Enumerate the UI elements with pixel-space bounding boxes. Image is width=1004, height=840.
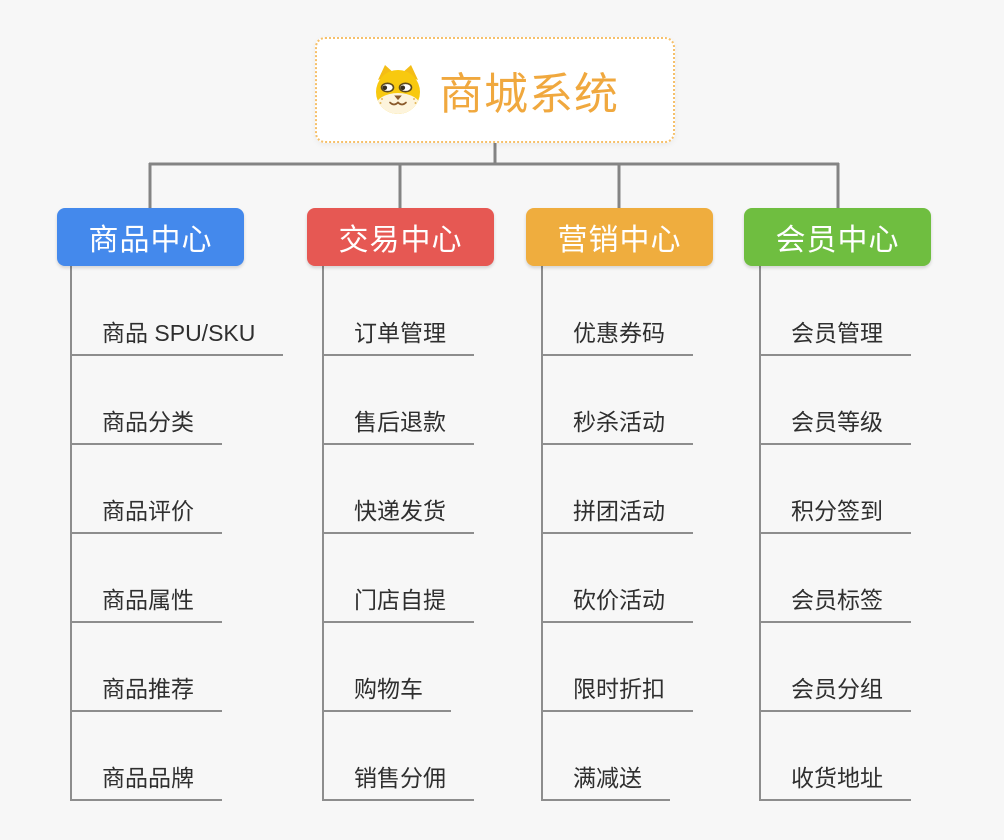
leaf-node-flash-sale[interactable]: 秒杀活动	[541, 405, 693, 445]
branch-node-member-center[interactable]: 会员中心	[744, 208, 931, 266]
leaf-node-after-sale-refund[interactable]: 售后退款	[322, 405, 474, 445]
leaf-node-shopping-cart[interactable]: 购物车	[322, 672, 451, 712]
leaf-node-product-review[interactable]: 商品评价	[70, 494, 222, 534]
dog-face-icon	[376, 65, 420, 114]
leaf-node-shipping-address[interactable]: 收货地址	[759, 761, 911, 801]
branch-node-trade-center[interactable]: 交易中心	[307, 208, 494, 266]
root-node-title: 商城系统	[439, 70, 619, 119]
leaf-node-product-recommend[interactable]: 商品推荐	[70, 672, 222, 712]
leaf-node-store-pickup[interactable]: 门店自提	[322, 583, 474, 623]
branch-node-product-center[interactable]: 商品中心	[57, 208, 244, 266]
leaf-node-product-spu-sku[interactable]: 商品 SPU/SKU	[70, 316, 284, 356]
leaf-node-product-brand[interactable]: 商品品牌	[70, 761, 222, 801]
leaf-node-member-tags[interactable]: 会员标签	[759, 583, 911, 623]
leaf-node-express-shipping[interactable]: 快递发货	[322, 494, 474, 534]
leaf-node-coupon-code[interactable]: 优惠券码	[541, 316, 693, 356]
leaf-node-order-management[interactable]: 订单管理	[322, 316, 474, 356]
leaf-node-product-category[interactable]: 商品分类	[70, 405, 222, 445]
leaf-node-member-management[interactable]: 会员管理	[759, 316, 911, 356]
leaf-node-full-reduction[interactable]: 满减送	[541, 761, 670, 801]
root-node-mall-system[interactable]: 商城系统	[315, 37, 675, 143]
leaf-node-bargain-activity[interactable]: 砍价活动	[541, 583, 693, 623]
leaf-node-points-checkin[interactable]: 积分签到	[759, 494, 911, 534]
branch-node-marketing-center[interactable]: 营销中心	[526, 208, 713, 266]
leaf-node-group-buy[interactable]: 拼团活动	[541, 494, 693, 534]
leaf-node-limited-time-discount[interactable]: 限时折扣	[541, 672, 693, 712]
leaf-node-sales-commission[interactable]: 销售分佣	[322, 761, 474, 801]
leaf-node-member-level[interactable]: 会员等级	[759, 405, 911, 445]
leaf-node-product-attribute[interactable]: 商品属性	[70, 583, 222, 623]
leaf-node-member-groups[interactable]: 会员分组	[759, 672, 911, 712]
